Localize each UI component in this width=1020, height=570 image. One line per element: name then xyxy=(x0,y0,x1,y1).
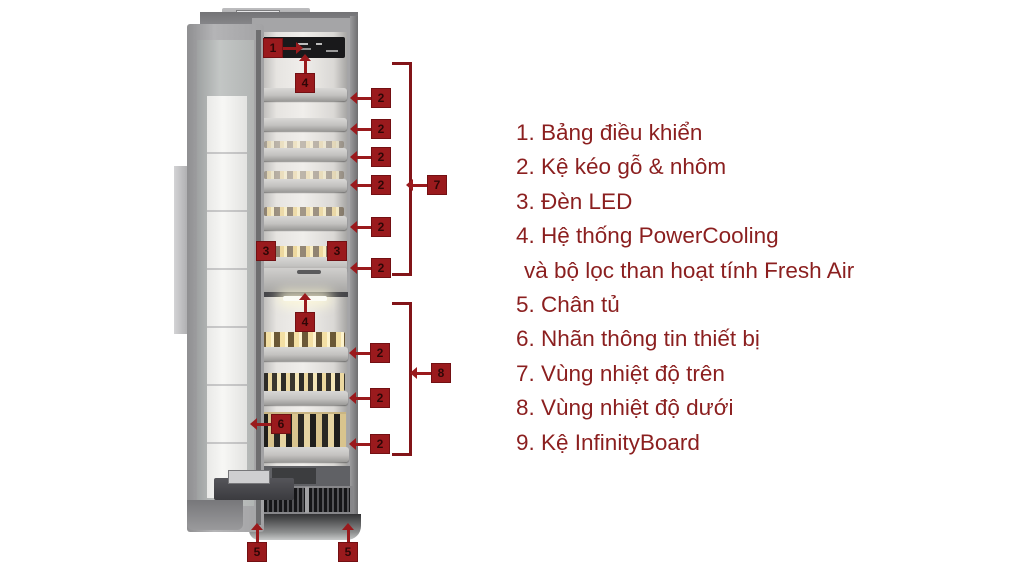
callout-marker-3: 3 xyxy=(256,241,276,261)
bottle-row xyxy=(264,171,344,179)
divider-drawer xyxy=(260,268,347,292)
pullout-shelf-front xyxy=(261,88,347,101)
legend-item: 5. Chân tủ xyxy=(516,291,620,317)
legend-list: 1. Bảng điều khiển 2. Kệ kéo gỗ & nhôm 3. … xyxy=(516,116,854,460)
control-panel-display xyxy=(316,43,322,45)
callout-arrow-left-icon xyxy=(350,151,371,163)
door-gasket xyxy=(256,30,261,525)
callout-arrow-left-icon xyxy=(349,347,370,359)
callout-marker-2: 2 xyxy=(371,147,391,167)
callout-marker-2: 2 xyxy=(370,388,390,408)
callout-marker-7: 7 xyxy=(427,175,447,195)
legend-item: 6. Nhãn thông tin thiết bị xyxy=(516,326,760,352)
legend-item: 1. Bảng điều khiển xyxy=(516,120,703,145)
callout-marker-6: 6 xyxy=(271,414,291,434)
callout-arrow-left-icon xyxy=(410,367,431,379)
pullout-shelf-front xyxy=(260,347,348,361)
control-panel-display xyxy=(298,48,311,50)
pullout-shelf-front xyxy=(261,216,347,230)
callout-marker-3: 3 xyxy=(327,241,347,261)
callout-arrow-left-icon xyxy=(250,418,271,430)
callout-marker-5: 5 xyxy=(338,542,358,562)
legend-item: 3. Đèn LED xyxy=(516,188,633,214)
callout-marker-2: 2 xyxy=(371,119,391,139)
wine-shelf-bottles xyxy=(263,373,345,391)
legend-item: 9. Kệ InfinityBoard xyxy=(516,429,700,455)
zone-bracket-7 xyxy=(392,62,412,276)
door-inner-panel xyxy=(207,96,247,498)
callout-marker-2: 2 xyxy=(371,217,391,237)
callout-marker-4: 4 xyxy=(295,73,315,93)
callout-marker-2: 2 xyxy=(371,88,391,108)
callout-arrow-up-icon xyxy=(342,523,354,542)
callout-marker-2: 2 xyxy=(371,258,391,278)
callout-arrow-left-icon xyxy=(350,123,371,135)
grille-divider xyxy=(305,487,309,513)
callout-marker-2: 2 xyxy=(370,434,390,454)
door-bottom-corner xyxy=(187,500,243,530)
callout-arrow-left-icon xyxy=(406,179,427,191)
legend-item: 4. Hệ thống PowerCooling xyxy=(516,223,779,249)
pullout-shelf-front xyxy=(259,447,349,462)
legend-item: 7. Vùng nhiệt độ trên xyxy=(516,360,725,386)
zone-bracket-8 xyxy=(392,302,412,456)
callout-arrow-up-icon xyxy=(299,293,311,312)
pullout-shelf-front xyxy=(260,391,348,405)
callout-arrow-up-icon xyxy=(299,54,311,73)
bottom-hinge-block xyxy=(228,470,270,484)
callout-marker-2: 2 xyxy=(371,175,391,195)
wine-shelf-bottles xyxy=(263,332,345,347)
bottle-row xyxy=(264,246,344,257)
callout-marker-4: 4 xyxy=(295,312,315,332)
pullout-shelf-front xyxy=(261,148,347,161)
callout-arrow-right-icon xyxy=(283,42,303,54)
callout-arrow-up-icon xyxy=(251,523,263,542)
callout-marker-5: 5 xyxy=(247,542,267,562)
callout-arrow-left-icon xyxy=(349,438,370,450)
bottle-row xyxy=(264,207,344,216)
fridge-right-side xyxy=(350,16,358,534)
callout-arrow-left-icon xyxy=(349,392,370,404)
pullout-shelf-front xyxy=(261,118,347,131)
door-shelf-lines xyxy=(207,96,247,498)
callout-marker-8: 8 xyxy=(431,363,451,383)
callout-marker-1: 1 xyxy=(263,38,283,58)
callout-arrow-left-icon xyxy=(350,221,371,233)
pullout-shelf-front xyxy=(261,179,347,192)
callout-arrow-left-icon xyxy=(350,262,371,274)
callout-marker-2: 2 xyxy=(370,343,390,363)
legend-item: 2. Kệ kéo gỗ & nhôm xyxy=(516,154,727,180)
control-panel-display xyxy=(298,43,308,45)
drawer-handle-slot xyxy=(297,270,321,274)
callout-arrow-left-icon xyxy=(350,92,371,104)
wall-strip xyxy=(174,166,188,334)
brand-logo xyxy=(326,50,338,52)
legend-item: và bộ lọc than hoạt tính Fresh Air xyxy=(524,257,855,283)
legend-item: 8. Vùng nhiệt độ dưới xyxy=(516,395,734,421)
bottle-row xyxy=(264,141,344,148)
callout-arrow-left-icon xyxy=(350,179,371,191)
